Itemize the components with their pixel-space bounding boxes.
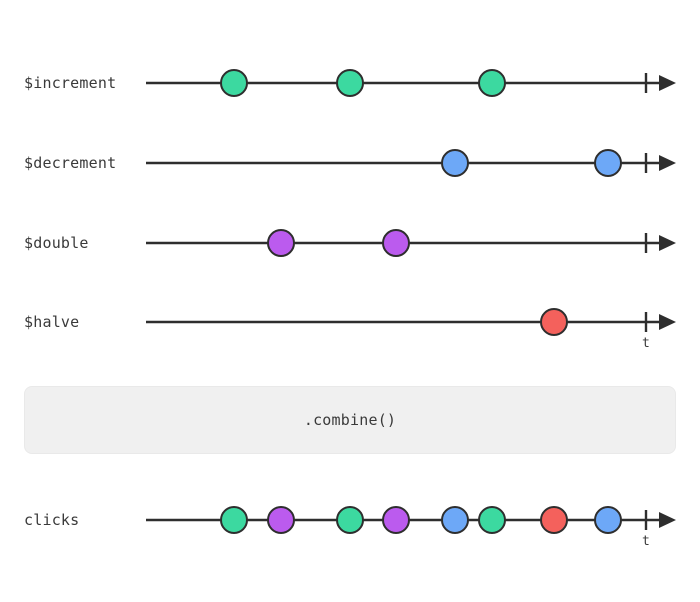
marble-blue <box>441 149 469 177</box>
output-stream-row: clicks t <box>0 490 700 550</box>
marble-purple <box>382 229 410 257</box>
marble-purple <box>382 506 410 534</box>
marble-blue <box>441 506 469 534</box>
marble-purple <box>267 506 295 534</box>
marble-green <box>220 69 248 97</box>
stream-label: $decrement <box>24 154 117 172</box>
marble-purple <box>267 229 295 257</box>
axis-arrowhead <box>659 512 676 528</box>
timeline-axis <box>146 233 676 253</box>
axis-time-label: t <box>642 534 650 549</box>
source-stream-row: $decrement <box>0 133 700 193</box>
stream-label: $halve <box>24 313 80 331</box>
timeline-axis <box>146 153 676 173</box>
axis-arrowhead <box>659 235 676 251</box>
timeline-axis <box>146 312 676 332</box>
axis-arrowhead <box>659 155 676 171</box>
stream-label: $increment <box>24 74 117 92</box>
stream-label: $double <box>24 234 89 252</box>
marble-green <box>220 506 248 534</box>
operator-label: .combine() <box>303 411 397 429</box>
marble-red <box>540 506 568 534</box>
marble-blue <box>594 506 622 534</box>
marble-green <box>478 69 506 97</box>
marble-blue <box>594 149 622 177</box>
source-stream-row: $double <box>0 213 700 273</box>
marble-green <box>478 506 506 534</box>
source-stream-row: $halve t <box>0 292 700 352</box>
axis-time-label: t <box>642 336 650 351</box>
axis-arrowhead <box>659 314 676 330</box>
source-stream-row: $increment <box>0 53 700 113</box>
marble-red <box>540 308 568 336</box>
operator-box: .combine() <box>24 386 676 454</box>
stream-label: clicks <box>24 511 80 529</box>
marble-green <box>336 69 364 97</box>
marble-green <box>336 506 364 534</box>
axis-arrowhead <box>659 75 676 91</box>
